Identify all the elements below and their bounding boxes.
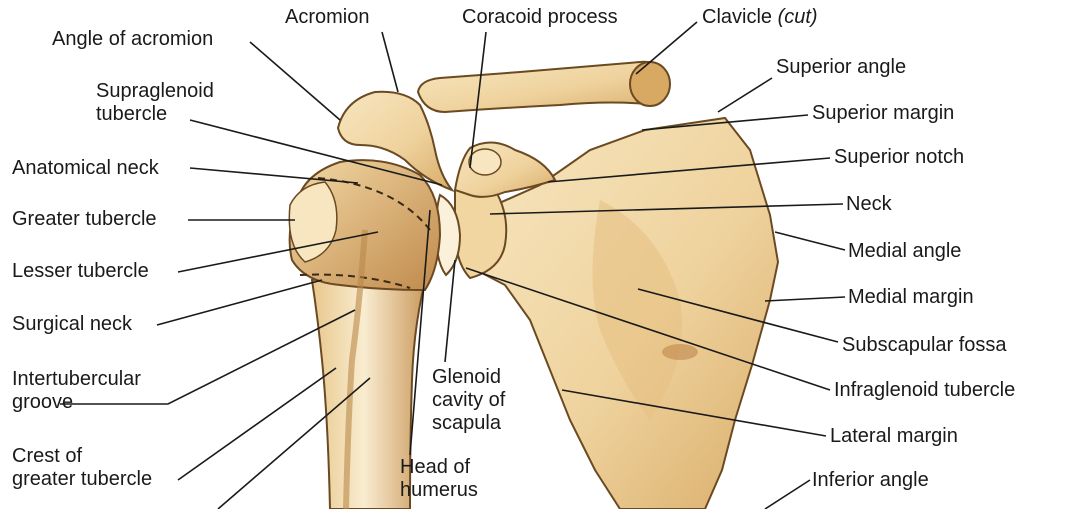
clavicle-note: (cut): [778, 6, 818, 28]
label-superior-notch: Superior notch: [834, 146, 964, 169]
label-crest-greater-tubercle: Crest of greater tubercle: [12, 445, 152, 491]
medial-margin-text: Medial margin: [848, 286, 974, 309]
leader-angle-of-acromion: [250, 42, 340, 120]
label-subscapular-fossa: Subscapular fossa: [842, 334, 1007, 357]
crest-line1: Crest of: [12, 445, 152, 468]
glenoid-line2: cavity of: [432, 389, 505, 412]
superior-margin-text: Superior margin: [812, 102, 954, 125]
label-superior-margin: Superior margin: [812, 102, 954, 125]
label-greater-tubercle: Greater tubercle: [12, 208, 157, 231]
leader-medial-angle: [775, 232, 845, 250]
leader-crest-greater-tubercle: [178, 368, 336, 480]
leader-medial-margin: [765, 297, 845, 301]
intertubercular-line1: Intertubercular: [12, 368, 141, 391]
glenoid-line1: Glenoid: [432, 366, 505, 389]
subscapular-fossa-text: Subscapular fossa: [842, 334, 1007, 357]
acromion-text: Acromion: [285, 6, 369, 29]
label-angle-of-acromion: Angle of acromion: [52, 28, 213, 51]
label-infraglenoid-tubercle: Infraglenoid tubercle: [834, 379, 1015, 402]
head-line1: Head of: [400, 456, 478, 479]
lesser-tubercle-text: Lesser tubercle: [12, 260, 149, 283]
label-surgical-neck: Surgical neck: [12, 313, 132, 336]
leader-surgical-neck: [157, 280, 322, 325]
label-coracoid-process: Coracoid process: [462, 6, 618, 29]
label-anatomical-neck: Anatomical neck: [12, 157, 159, 180]
medial-angle-text: Medial angle: [848, 240, 961, 263]
coracoid-process-text: Coracoid process: [462, 6, 618, 29]
label-glenoid-cavity: Glenoid cavity of scapula: [432, 366, 505, 435]
label-medial-angle: Medial angle: [848, 240, 961, 263]
angle-of-acromion-text: Angle of acromion: [52, 28, 213, 51]
label-head-of-humerus: Head of humerus: [400, 456, 478, 502]
label-neck: Neck: [846, 193, 892, 216]
fossa-spot: [662, 344, 698, 360]
label-lesser-tubercle: Lesser tubercle: [12, 260, 149, 283]
label-acromion: Acromion: [285, 6, 369, 29]
anatomical-neck-text: Anatomical neck: [12, 157, 159, 180]
leader-inferior-angle: [765, 480, 810, 509]
greater-tubercle-text: Greater tubercle: [12, 208, 157, 231]
label-supraglenoid-tubercle: Supraglenoid tubercle: [96, 80, 214, 126]
leader-clavicle: [636, 22, 697, 74]
lateral-margin-text: Lateral margin: [830, 425, 958, 448]
inferior-angle-text: Inferior angle: [812, 469, 929, 492]
label-superior-angle: Superior angle: [776, 56, 906, 79]
clavicle-cut-end: [630, 62, 670, 106]
crest-line2: greater tubercle: [12, 468, 152, 491]
head-line2: humerus: [400, 479, 478, 502]
infraglenoid-tubercle-text: Infraglenoid tubercle: [834, 379, 1015, 402]
neck-text: Neck: [846, 193, 892, 216]
leader-acromion: [382, 32, 398, 92]
supraglenoid-line2: tubercle: [96, 103, 214, 126]
label-inferior-angle: Inferior angle: [812, 469, 929, 492]
surgical-neck-text: Surgical neck: [12, 313, 132, 336]
label-clavicle: Clavicle (cut): [702, 6, 818, 29]
clavicle-text: Clavicle (cut): [702, 6, 818, 28]
leader-superior-angle: [718, 78, 772, 112]
superior-notch-text: Superior notch: [834, 146, 964, 169]
label-lateral-margin: Lateral margin: [830, 425, 958, 448]
label-intertubercular-groove: Intertubercular groove: [12, 368, 141, 414]
intertubercular-line2: groove: [12, 391, 141, 414]
supraglenoid-line1: Supraglenoid: [96, 80, 214, 103]
coracoid-tip: [469, 149, 501, 175]
label-medial-margin: Medial margin: [848, 286, 974, 309]
superior-angle-text: Superior angle: [776, 56, 906, 79]
glenoid-line3: scapula: [432, 412, 505, 435]
